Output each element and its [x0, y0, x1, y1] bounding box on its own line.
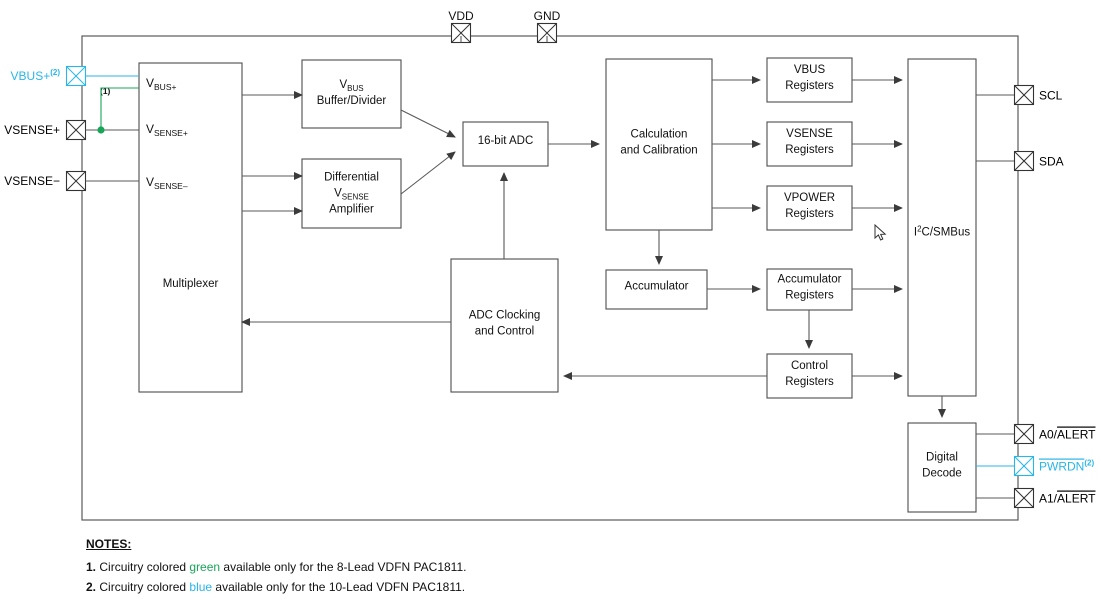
block-label-vbus-buffer-l2: Buffer/Divider: [317, 95, 387, 107]
pin-pad-x2-pwrdn: [1014, 456, 1034, 476]
block-accumulator[interactable]: [605, 269, 708, 310]
block-label-calculation-l2: and Calibration: [620, 145, 697, 157]
block-vpower-registers[interactable]: [766, 185, 853, 231]
note1-green-link: [100, 87, 139, 130]
block-label-accumulator: Accumulator: [625, 281, 689, 293]
block-label-multiplexer: Multiplexer: [163, 278, 219, 290]
note-2-post: available only for the 10-Lead VDFN PAC1…: [212, 580, 466, 594]
block-diff-amp[interactable]: [301, 158, 402, 229]
block-label-adc-clocking-l2: and Control: [475, 326, 534, 338]
pin-pad-x2-vdd: [451, 23, 471, 43]
pin-label-vsense-plus: VSENSE+: [4, 123, 60, 137]
note-2-color-word: blue: [189, 580, 213, 594]
note-1-post: available only for the 8-Lead VDFN PAC18…: [220, 560, 467, 574]
pin-pad-x2-sda: [1014, 151, 1034, 171]
note-1-color-word: green: [189, 560, 221, 574]
pin-pad-x2-a0-alert: [1014, 424, 1034, 444]
pin-label-vsense-minus: VSENSE−: [4, 174, 60, 188]
block-label-diff-amp-l1: Differential: [324, 172, 379, 184]
block-adc-clocking[interactable]: [450, 258, 559, 393]
notes-header: NOTES:: [86, 537, 132, 551]
block-label-vsense-registers-l1: VSENSE: [786, 128, 833, 140]
block-adc[interactable]: [462, 121, 549, 167]
pin-pad-x2-a1-alert: [1014, 488, 1034, 508]
block-label-control-registers-l1: Control: [791, 360, 828, 372]
note-1-pre: Circuitry colored: [99, 560, 190, 574]
note-item-1: 1. Circuitry colored green available onl…: [86, 557, 786, 577]
wire-vbusbuf-to-adc: [400, 109, 456, 138]
block-label-diff-amp-l3: Amplifier: [329, 204, 374, 216]
block-label-accumulator-registers-l1: Accumulator: [778, 274, 842, 286]
block-label-vbus-registers-l2: Registers: [785, 80, 834, 92]
block-label-vsense-registers-l2: Registers: [785, 144, 834, 156]
note-1-number: 1.: [86, 560, 97, 574]
block-accumulator-registers[interactable]: [766, 268, 853, 311]
block-i2c-smbus[interactable]: [907, 58, 977, 397]
pin-label-a0-alert: A0/ALERT: [1039, 428, 1096, 442]
note-2-number: 2.: [86, 580, 97, 594]
note-2-pre: Circuitry colored: [99, 580, 190, 594]
pin-label-sda: SDA: [1039, 155, 1064, 169]
block-label-adc-clocking-l1: ADC Clocking: [469, 310, 541, 322]
block-label-vpower-registers-l2: Registers: [785, 208, 834, 220]
block-vbus-buffer[interactable]: [301, 59, 402, 129]
block-label-accumulator-registers-l2: Registers: [785, 290, 834, 302]
pin-label-scl: SCL: [1039, 89, 1063, 103]
pin-label-vdd: VDD: [448, 9, 474, 23]
block-label-adc: 16-bit ADC: [478, 135, 534, 147]
block-control-registers[interactable]: [766, 353, 853, 399]
block-multiplexer[interactable]: [138, 62, 243, 393]
block-label-vbus-registers-l1: VBUS: [794, 64, 826, 76]
block-label-vpower-registers-l1: VPOWER: [784, 192, 835, 204]
block-label-i2c-smbus: I2C/SMBus: [914, 225, 970, 239]
block-label-digital-decode-l2: Decode: [922, 468, 962, 480]
pin-pad-x2-vbus-plus: [66, 66, 86, 86]
pin-label-vbus-plus: VBUS+(2): [11, 68, 61, 83]
wire-diffamp-to-adc: [400, 151, 456, 195]
mouse-cursor: [874, 224, 887, 241]
pin-label-a1-alert: A1/ALERT: [1039, 492, 1096, 506]
pin-pad-x2-gnd: [537, 23, 557, 43]
pin-label-gnd: GND: [534, 9, 561, 23]
block-label-digital-decode-l1: Digital: [926, 452, 958, 464]
notes-section: NOTES: 1. Circuitry colored green availa…: [86, 534, 786, 597]
block-label-control-registers-l2: Registers: [785, 376, 834, 388]
label-note-one-marker: (1): [100, 86, 111, 96]
pin-pad-x2-scl: [1014, 85, 1034, 105]
note-item-2: 2. Circuitry colored blue available only…: [86, 577, 786, 597]
pin-pad-x2-vsense-minus: [66, 171, 86, 191]
pin-label-pwrdn: PWRDN(2): [1039, 459, 1094, 474]
note1-junction-dot: [97, 126, 105, 134]
block-digital-decode[interactable]: [907, 422, 977, 513]
pin-pad-x2-vsense-plus: [66, 120, 86, 140]
block-label-calculation-l1: Calculation: [631, 129, 688, 141]
